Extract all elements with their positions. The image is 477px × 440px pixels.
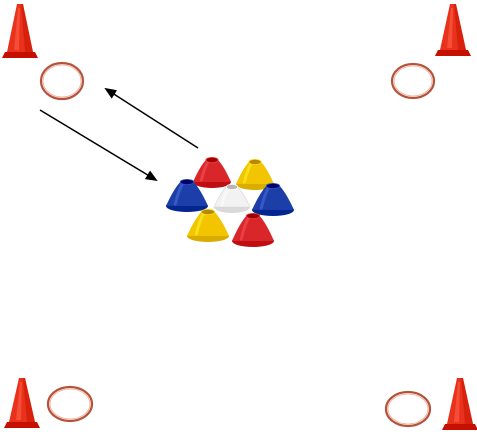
disc-cone-white-center xyxy=(213,183,251,213)
cone-bottom-left xyxy=(4,378,40,428)
arrows xyxy=(39,87,199,182)
disc-cone-red-top xyxy=(193,156,231,188)
hoops xyxy=(39,61,436,428)
arrow-to-center-cones xyxy=(39,109,158,182)
corner-cones xyxy=(2,4,477,430)
disc-cone-yellow-top xyxy=(236,158,274,190)
disc-cone-red-bottom xyxy=(232,212,274,247)
disc-cone-cluster xyxy=(166,156,294,247)
disc-cone-blue-right xyxy=(252,182,294,216)
disc-cone-yellow-bottom xyxy=(187,208,229,242)
hoop-bottom-right xyxy=(384,390,432,428)
hoop-bottom-left xyxy=(46,385,94,423)
disc-cone-blue-left xyxy=(166,178,208,212)
cone-top-right xyxy=(435,4,471,56)
arrow-to-top-left-hoop xyxy=(104,87,199,149)
hoop-top-left xyxy=(39,61,85,101)
cone-top-left xyxy=(2,4,38,58)
hoop-top-right xyxy=(390,62,436,100)
cone-bottom-right xyxy=(442,378,477,430)
